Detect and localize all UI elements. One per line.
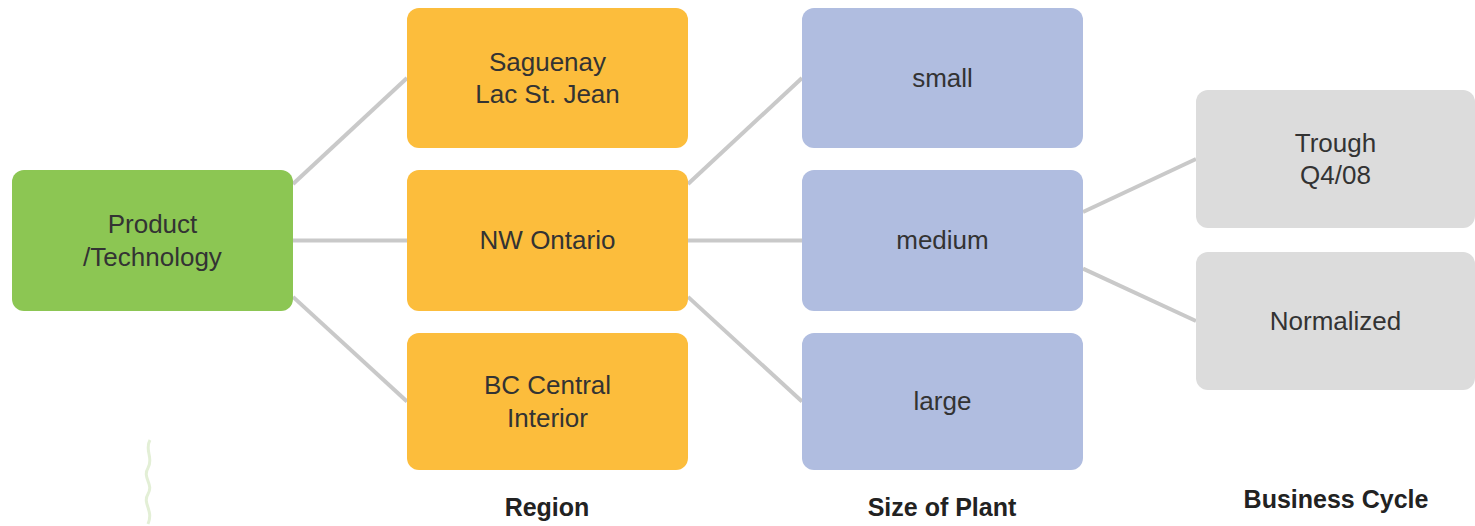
column-heading: Region [505, 492, 590, 522]
tree-connector [688, 297, 802, 402]
box-label: small [912, 62, 973, 95]
tree-connector [293, 239, 407, 243]
tree-connector [1083, 269, 1196, 321]
box-label: large [914, 385, 972, 418]
box-label: NW Ontario [480, 224, 616, 257]
cycle-box: Trough Q4/08 [1196, 90, 1475, 228]
tree-connector [1083, 159, 1196, 212]
box-label: Product /Technology [58, 208, 248, 273]
tree-decoration [146, 440, 150, 524]
box-label: Saguenay Lac St. Jean [470, 46, 625, 111]
region-box: BC Central Interior [407, 333, 688, 470]
size-box: large [802, 333, 1083, 470]
size-box: medium [802, 170, 1083, 311]
box-label: BC Central Interior [453, 369, 643, 434]
column-heading: Business Cycle [1244, 484, 1429, 514]
box-label: Trough Q4/08 [1271, 127, 1401, 192]
tree-connector [688, 239, 802, 243]
region-box: Saguenay Lac St. Jean [407, 8, 688, 148]
tree-connector [688, 78, 802, 184]
column-heading: Size of Plant [868, 492, 1017, 522]
box-label: Normalized [1270, 305, 1402, 338]
region-box: NW Ontario [407, 170, 688, 311]
cycle-box: Normalized [1196, 252, 1475, 390]
tree-connector [293, 78, 407, 184]
box-label: medium [896, 224, 988, 257]
size-box: small [802, 8, 1083, 148]
root-box: Product /Technology [12, 170, 293, 311]
tree-connector [293, 297, 407, 402]
